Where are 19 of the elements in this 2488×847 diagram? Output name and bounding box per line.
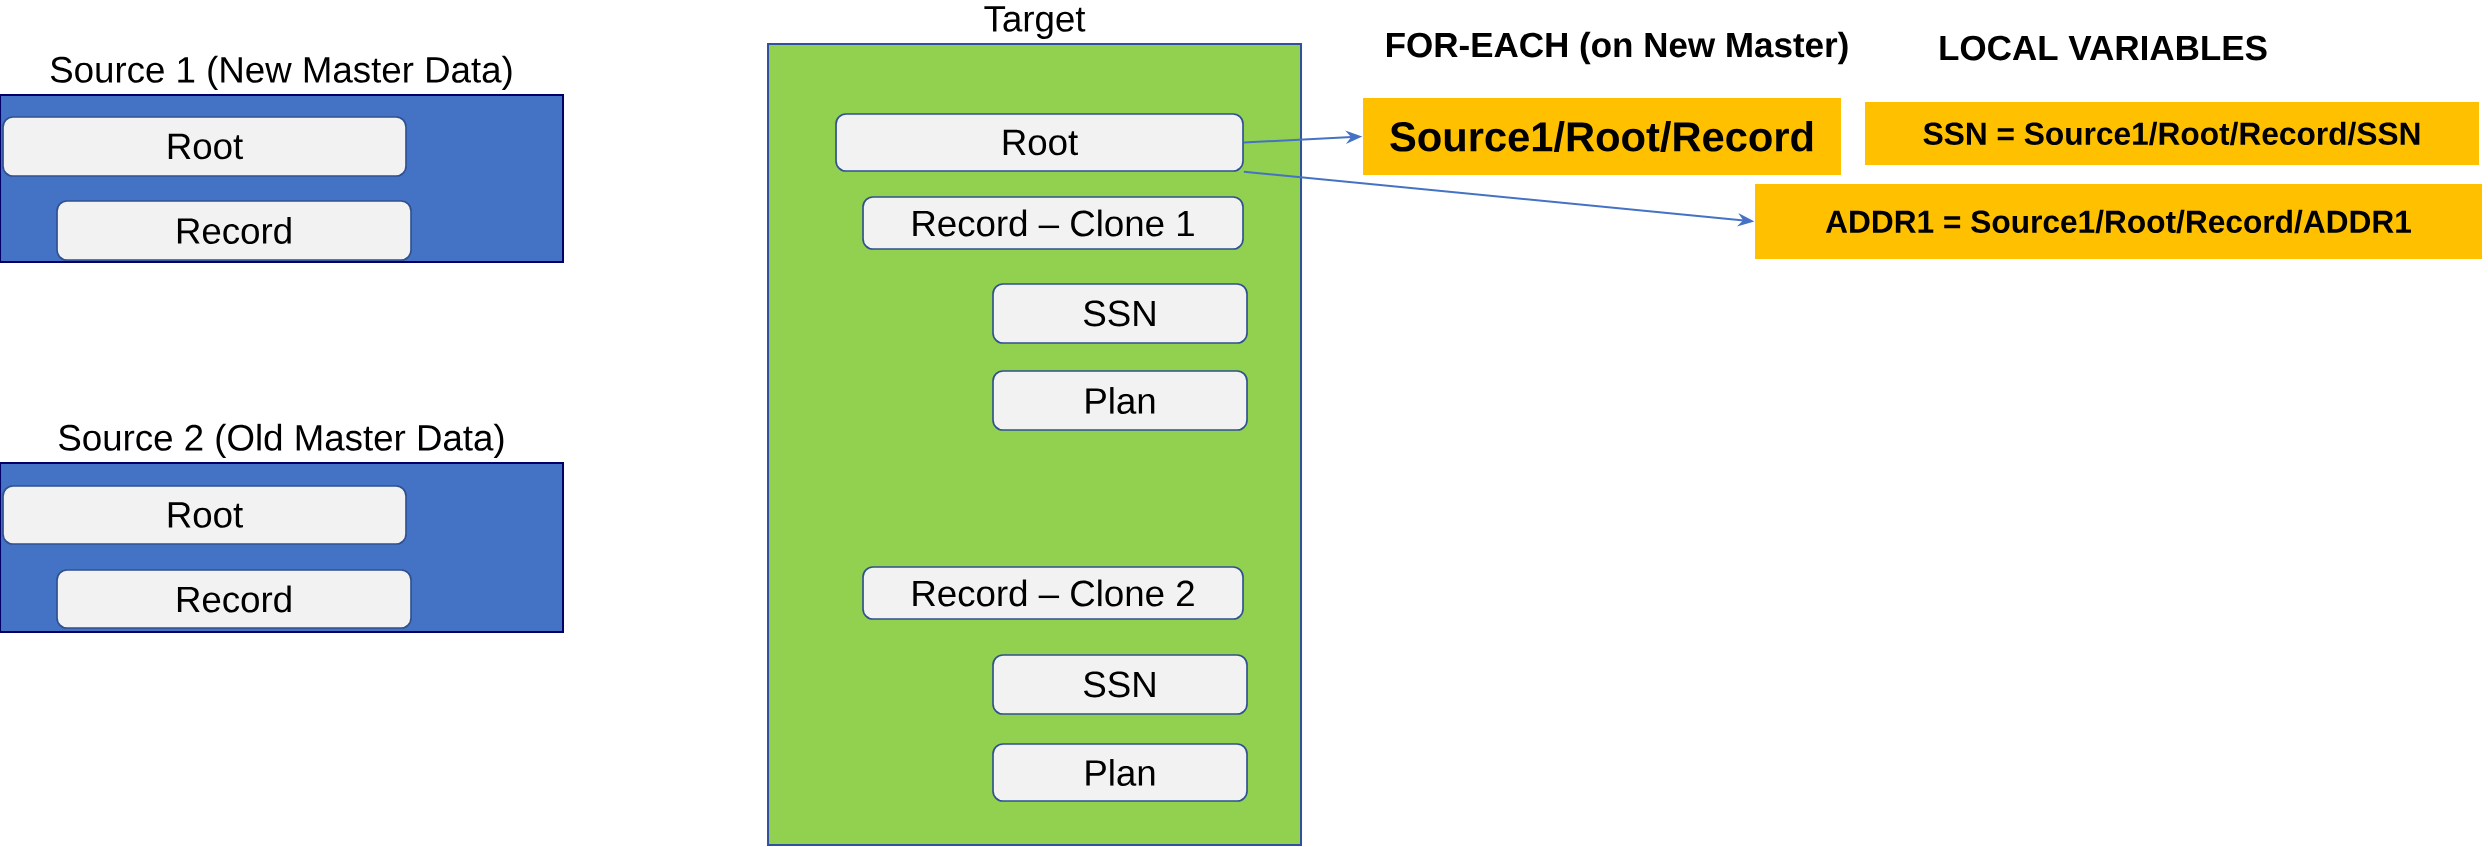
node-label: Source 1 (New Master Data) [50, 55, 512, 90]
field-box: Plan [992, 743, 1248, 802]
path-box: Source1/Root/Record [1363, 98, 1841, 175]
field-box: SSN [992, 283, 1248, 344]
field-box: Root [2, 485, 407, 545]
node-label: Target [984, 6, 1086, 39]
column-heading: FOR-EACH (on New Master) [1387, 31, 1848, 65]
variable-box: ADDR1 = Source1/Root/Record/ADDR1 [1755, 184, 2482, 259]
field-box: Root [835, 113, 1244, 172]
field-box: Record [56, 569, 412, 629]
field-box: Record [56, 200, 412, 261]
variable-box: SSN = Source1/Root/Record/SSN [1865, 102, 2479, 165]
field-box: Record – Clone 1 [862, 196, 1244, 250]
column-heading: LOCAL VARIABLES [1940, 35, 2267, 61]
field-box: SSN [992, 654, 1248, 715]
field-box: Root [2, 116, 407, 177]
field-box: Record – Clone 2 [862, 566, 1244, 620]
node-label: Source 2 (Old Master Data) [59, 423, 504, 458]
field-box: Plan [992, 370, 1248, 431]
